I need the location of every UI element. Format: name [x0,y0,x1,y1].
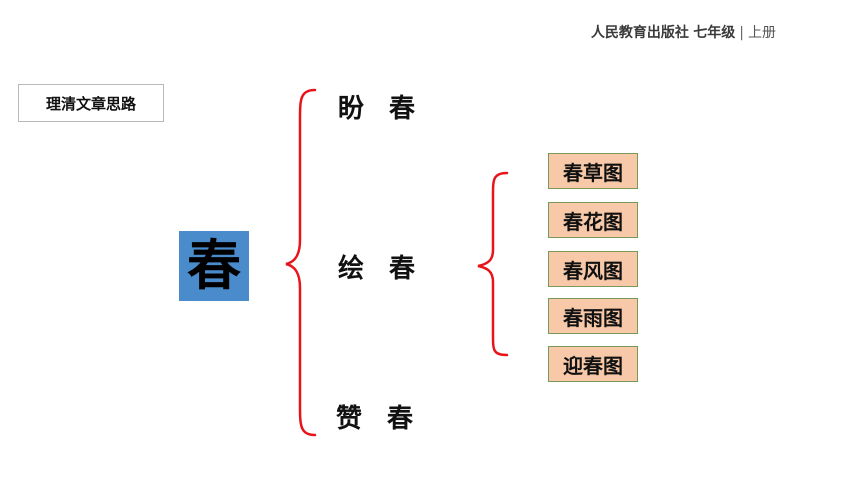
publisher-header: 人民教育出版社 七年级|上册 [591,22,776,42]
part-node-3: 赞 春 [336,404,422,434]
root-node: 春 [179,231,249,301]
root-label: 春 [187,234,241,297]
part-node-1: 盼 春 [338,94,424,124]
scene-node-2: 春花图 [548,202,638,238]
scene-node-4: 春雨图 [548,298,638,334]
grade-label: 七年级 [693,25,736,41]
publisher-name: 人民教育出版社 [590,25,689,41]
scene-node-1: 春草图 [548,153,638,189]
scene-node-3: 春风图 [548,251,638,287]
scene-brace [477,171,509,357]
part-node-2: 绘 春 [338,254,424,284]
section-title: 理清文章思路 [45,94,136,113]
section-title-box: 理清文章思路 [18,84,164,122]
main-brace [285,88,317,437]
volume-label: 上册 [748,25,776,41]
scene-node-5: 迎春图 [548,346,638,382]
header-separator: | [739,25,744,41]
